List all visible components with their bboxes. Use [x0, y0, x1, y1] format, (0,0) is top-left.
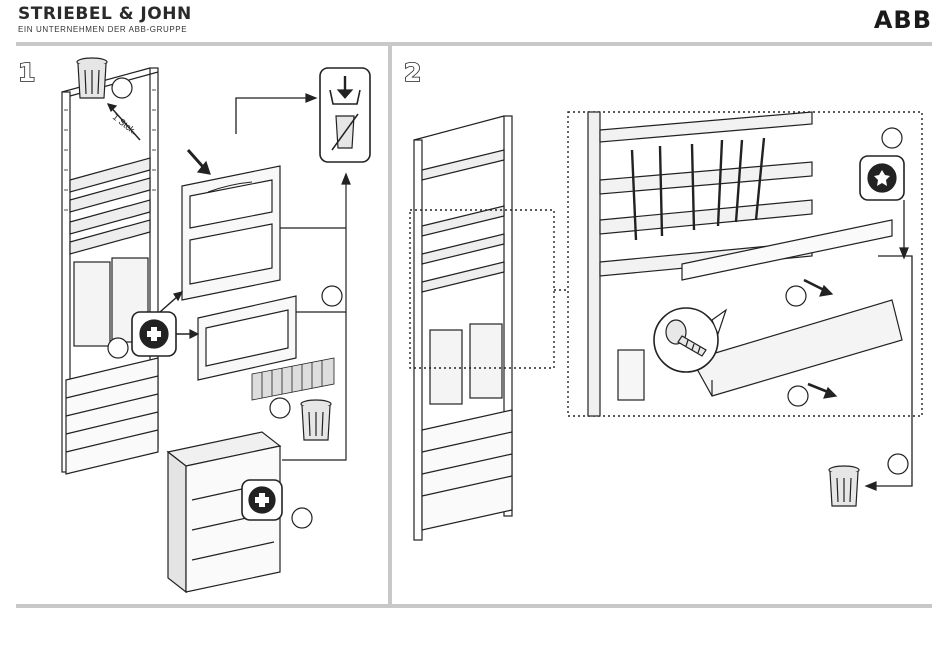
quantity-label: 1 Stck.: [111, 112, 139, 137]
callout-circle: [270, 398, 290, 418]
add-icon: [242, 480, 282, 520]
cabinet-frame: [414, 116, 512, 540]
trash-icon: [829, 466, 859, 506]
callout-circle: [786, 286, 806, 306]
step-2-illustration: [392, 0, 942, 604]
trash-icon: [301, 400, 331, 440]
callout-circle: [322, 286, 342, 306]
cabinet-frame: [62, 68, 158, 474]
trash-icon: [77, 58, 107, 98]
arrow-icon: [188, 150, 204, 168]
callout-circle: [888, 454, 908, 474]
insert-into-box-icon: [320, 68, 370, 162]
callout-circle: [112, 78, 132, 98]
step-1-illustration: 1 Stck.: [0, 0, 388, 604]
callout-circle: [292, 508, 312, 528]
cover-plate-upper: [182, 166, 280, 300]
callout-circle: [788, 386, 808, 406]
add-icon: [132, 312, 176, 356]
callout-circle: [882, 128, 902, 148]
cover-plate-lower: [198, 296, 296, 380]
callout-circle: [108, 338, 128, 358]
bottom-rule: [16, 604, 932, 608]
